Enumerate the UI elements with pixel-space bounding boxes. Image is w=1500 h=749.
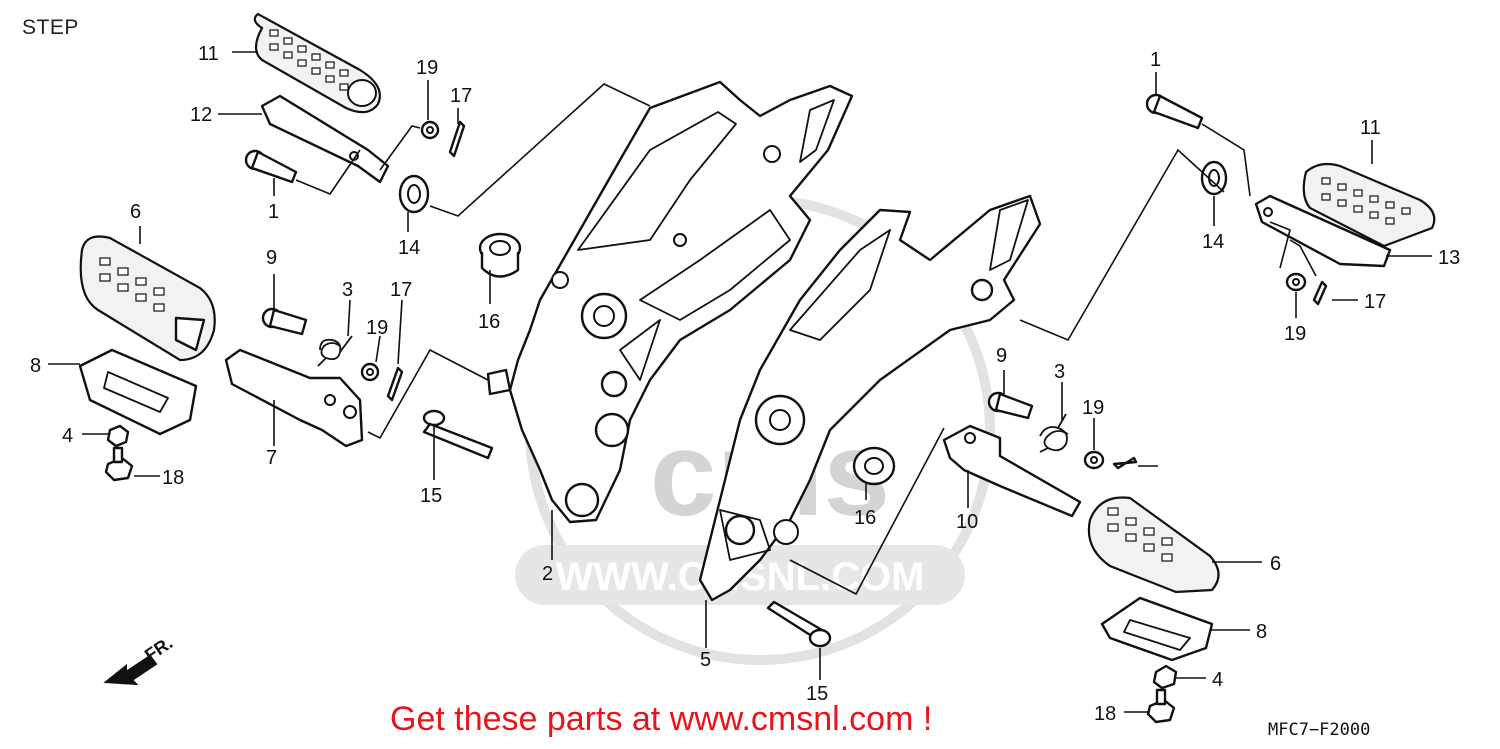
callout-11-right: 11 <box>1360 117 1381 139</box>
callout-1-right: 1 <box>1150 49 1161 71</box>
callout-3-left: 3 <box>342 279 353 301</box>
callout-15-left: 15 <box>420 485 442 507</box>
callout-5: 5 <box>700 649 711 671</box>
front-direction-arrow: FR. <box>103 633 176 686</box>
callout-17-c: 17 <box>1364 291 1386 313</box>
left-step-holder <box>486 80 854 524</box>
callout-8-left: 8 <box>30 355 41 377</box>
left-footpeg-rubber <box>253 12 381 114</box>
bolt-15-b <box>766 600 832 648</box>
callout-16-left: 16 <box>478 311 500 333</box>
callout-8-right: 8 <box>1256 621 1267 643</box>
callout-17-a: 17 <box>450 85 472 107</box>
page-title: STEP <box>22 16 79 39</box>
callout-12: 12 <box>190 104 212 126</box>
callouts: 11 12 1 19 17 14 6 8 4 18 7 9 3 19 17 15… <box>30 43 1460 725</box>
callout-6-right: 6 <box>1270 553 1281 575</box>
right-spring-3 <box>1039 413 1069 453</box>
callout-15-right: 15 <box>806 683 828 705</box>
left-bolt <box>104 446 134 482</box>
left-spring-3 <box>317 335 353 367</box>
callout-16-right: 16 <box>854 507 876 529</box>
callout-9-left: 9 <box>266 247 277 269</box>
right-step-holder <box>698 194 1042 602</box>
right-nut <box>1152 664 1178 690</box>
cotter-pin-17-a <box>448 120 466 158</box>
right-footpeg-rubber <box>1302 162 1436 248</box>
bushing-16-a <box>478 232 522 278</box>
cotter-pin-17-b <box>386 366 404 402</box>
left-footpeg-bar <box>260 94 390 184</box>
cotter-pin-17-c <box>1312 280 1328 306</box>
callout-19-d: 19 <box>1082 397 1104 419</box>
callout-14-left: 14 <box>398 237 420 259</box>
right-pivot-pin <box>1145 93 1204 130</box>
left-pin-9 <box>261 307 308 336</box>
right-passenger-rubber <box>1087 496 1220 594</box>
promo-text[interactable]: Get these parts at www.cmsnl.com ! <box>390 700 933 738</box>
callout-19-a: 19 <box>416 57 438 79</box>
callout-18-right: 18 <box>1094 703 1116 725</box>
left-footpeg-plate <box>78 348 198 436</box>
left-nut <box>106 424 130 448</box>
callout-6-left: 6 <box>130 201 141 223</box>
callout-10: 10 <box>956 511 978 533</box>
left-passenger-rubber <box>79 235 216 362</box>
cotter-pin-17-d <box>1112 456 1138 470</box>
bolt-15-a <box>422 409 494 460</box>
callout-7: 7 <box>266 447 277 469</box>
bushing-16-b <box>852 446 896 486</box>
callout-1-left: 1 <box>268 201 279 223</box>
callout-11-left: 11 <box>198 43 219 65</box>
assembly-lines <box>295 83 1317 596</box>
right-passenger-peg-bracket <box>942 424 1082 518</box>
callout-13: 13 <box>1438 247 1460 269</box>
right-bolt <box>1146 688 1176 724</box>
callout-4-left: 4 <box>62 425 73 447</box>
left-passenger-peg-bracket <box>224 348 364 448</box>
callout-19-b: 19 <box>366 317 388 339</box>
callout-19-c: 19 <box>1284 323 1306 345</box>
leader-lines <box>48 51 1432 713</box>
callout-4-right: 4 <box>1212 669 1223 691</box>
callout-18-left: 18 <box>162 467 184 489</box>
diagram-code: MFC7−F2000 <box>1268 720 1371 740</box>
callout-9-right: 9 <box>996 345 1007 367</box>
callout-17-b: 17 <box>390 279 412 301</box>
callout-2: 2 <box>542 563 553 585</box>
callout-14-right: 14 <box>1202 231 1224 253</box>
right-pin-9 <box>987 391 1034 420</box>
callout-3-right: 3 <box>1054 361 1065 383</box>
right-footpeg-bar <box>1254 194 1392 268</box>
left-pivot-pin <box>244 149 298 184</box>
